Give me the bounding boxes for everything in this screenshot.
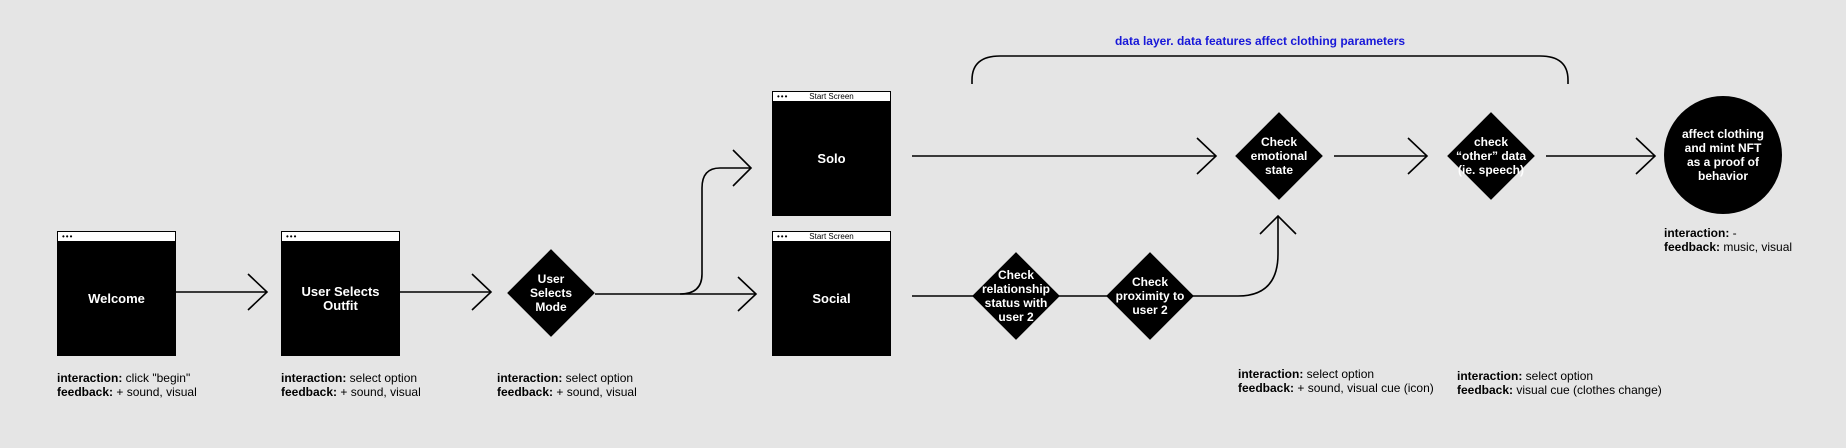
decision-relationship-label: Check relationship status with user 2	[981, 268, 1050, 324]
window-dots-icon: •••	[777, 232, 789, 241]
decision-emotional-label: Check emotional state	[1250, 135, 1308, 177]
connector-mode-solo	[679, 167, 750, 295]
window-dots-icon: •••	[286, 232, 298, 241]
note-welcome: interaction: click "begin" feedback: + s…	[57, 371, 197, 399]
window-dots-icon: •••	[777, 92, 789, 101]
arrowhead	[247, 273, 269, 311]
decision-other-label: check “other” data (ie. speech)	[1455, 135, 1526, 177]
window-title: Start Screen	[809, 92, 854, 101]
arrowhead	[1407, 137, 1429, 175]
decision-proximity[interactable]: Check proximity to user 2	[1106, 252, 1194, 340]
arrowhead	[732, 149, 753, 187]
arrowhead	[737, 276, 758, 312]
note-outfit: interaction: select option feedback: + s…	[281, 371, 421, 399]
data-layer-label: data layer. data features affect clothin…	[1114, 34, 1406, 48]
welcome-screen[interactable]: ••• Welcome	[57, 231, 176, 356]
decision-mode[interactable]: User Selects Mode	[507, 249, 595, 337]
window-title: Start Screen	[809, 232, 854, 241]
arrowhead	[471, 273, 493, 311]
window-titlebar: ••• Start Screen	[773, 92, 890, 102]
note-mode: interaction: select option feedback: + s…	[497, 371, 637, 399]
window-titlebar: ••• Start Screen	[773, 232, 890, 242]
solo-screen[interactable]: ••• Start Screen Solo	[772, 91, 891, 216]
note-terminal: interaction: - feedback: music, visual	[1664, 226, 1793, 254]
terminal-label: affect clothing and mint NFT as a proof …	[1681, 127, 1764, 183]
social-label: Social	[812, 290, 851, 306]
decision-proximity-label: Check proximity to user 2	[1115, 275, 1185, 317]
window-dots-icon: •••	[62, 232, 74, 241]
decision-mode-label: User Selects Mode	[529, 272, 573, 314]
decision-other[interactable]: check “other” data (ie. speech)	[1447, 112, 1535, 200]
social-screen[interactable]: ••• Start Screen Social	[772, 231, 891, 356]
window-titlebar: •••	[58, 232, 175, 242]
decision-emotional[interactable]: Check emotional state	[1235, 112, 1323, 200]
outfit-label: User Selects Outfit	[301, 283, 380, 313]
note-emotional: interaction: select option feedback: + s…	[1238, 367, 1434, 395]
data-layer-bracket	[971, 55, 1569, 84]
arrowhead	[1259, 214, 1297, 235]
decision-relationship[interactable]: Check relationship status with user 2	[972, 252, 1060, 340]
terminal-node[interactable]: affect clothing and mint NFT as a proof …	[1664, 96, 1782, 214]
arrowhead	[1635, 137, 1657, 175]
outfit-screen[interactable]: ••• User Selects Outfit	[281, 231, 400, 356]
solo-label: Solo	[817, 150, 846, 166]
arrowhead	[1196, 137, 1218, 175]
note-other: interaction: select option feedback: vis…	[1457, 369, 1662, 397]
connector-proximity-emotional	[1192, 216, 1279, 297]
window-titlebar: •••	[282, 232, 399, 242]
welcome-label: Welcome	[88, 290, 145, 306]
